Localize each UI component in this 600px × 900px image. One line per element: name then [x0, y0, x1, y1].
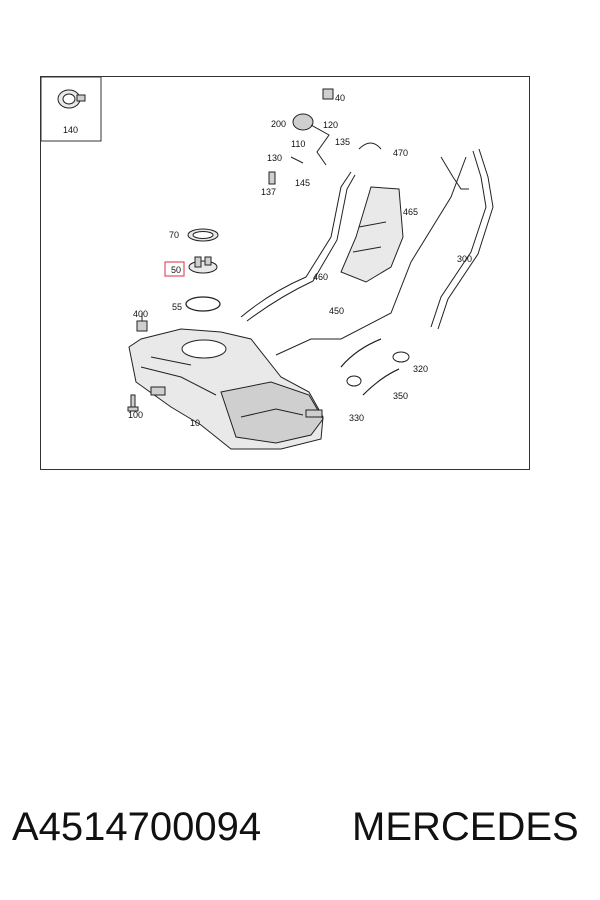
- sensor-400: [136, 313, 148, 332]
- callout-200: 200: [271, 119, 286, 129]
- callout-465: 465: [403, 207, 418, 217]
- heat-shield: [340, 186, 404, 283]
- callout-10: 10: [190, 418, 200, 428]
- callout-110: 110: [291, 139, 305, 149]
- callout-100: 100: [128, 410, 143, 420]
- part-caption: A4514700094 MERCEDES: [0, 805, 600, 865]
- callout-135: 135: [335, 137, 350, 147]
- callout-460: 460: [313, 272, 328, 282]
- callout-320: 320: [413, 364, 428, 374]
- callout-40: 40: [335, 93, 345, 103]
- fuel-pump-50: [188, 256, 218, 274]
- callout-130: 130: [267, 153, 282, 163]
- lock-ring-70: [187, 228, 219, 242]
- callout-470: 470: [393, 148, 408, 158]
- fuel-system-exploded-view: 140: [41, 77, 494, 450]
- parts-diagram: 140: [40, 76, 530, 470]
- callout-120: 120: [323, 120, 338, 130]
- inset-box-140: [41, 77, 102, 142]
- seal-ring-55: [185, 296, 221, 312]
- clamp-icon-140: [57, 89, 86, 109]
- callout-70: 70: [169, 230, 179, 240]
- highlight-box: [164, 261, 185, 277]
- fuel-tank: [128, 328, 324, 450]
- brand-name: MERCEDES: [352, 805, 579, 849]
- bolt-100: [127, 394, 139, 412]
- part-number: A4514700094: [12, 805, 262, 849]
- callout-145: 145: [295, 178, 310, 188]
- callout-55: 55: [172, 302, 182, 312]
- callout-450: 450: [329, 306, 344, 316]
- callout-140: 140: [63, 125, 78, 135]
- callout-300: 300: [457, 254, 472, 264]
- hoses: [340, 338, 410, 396]
- callout-400: 400: [133, 309, 148, 319]
- callout-350: 350: [393, 391, 408, 401]
- callout-137: 137: [261, 187, 276, 197]
- filler-pipe: [240, 148, 494, 356]
- callout-330: 330: [349, 413, 364, 423]
- filler-neck-components: [268, 88, 382, 185]
- callout-50: 50: [171, 265, 181, 275]
